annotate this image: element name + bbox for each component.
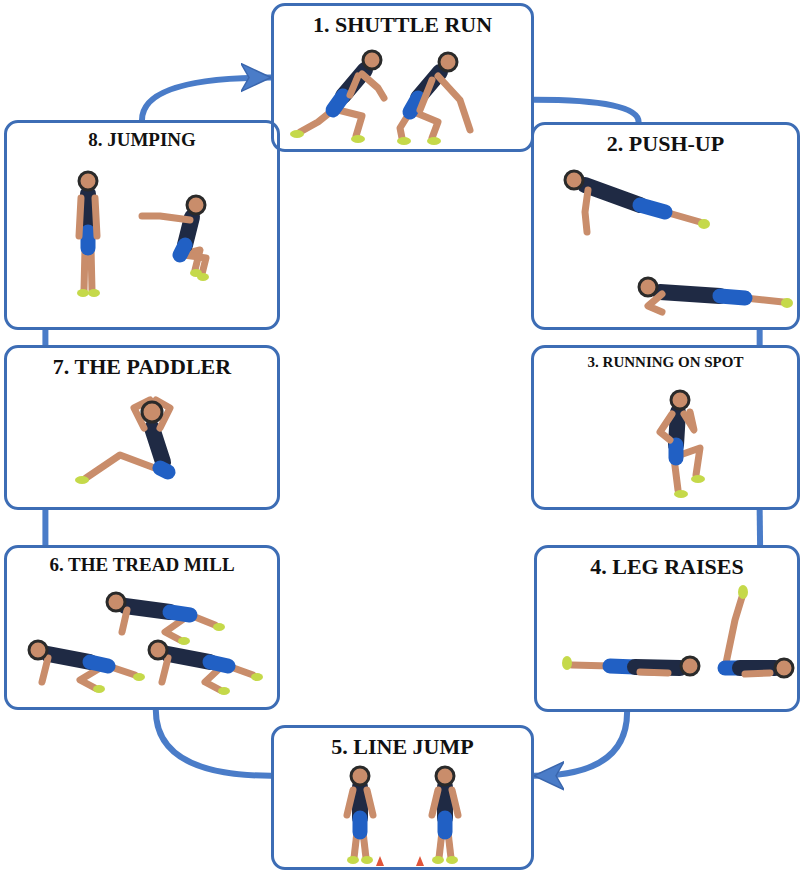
cycle-connector: [757, 510, 763, 545]
cycle-connector: [534, 100, 639, 122]
push-up-figure: [565, 171, 710, 232]
treadmill-figure: [149, 641, 263, 695]
paddler-figure: [75, 400, 170, 484]
treadmill-figure: [29, 641, 145, 693]
cycle-connector: [42, 330, 48, 345]
exercise-box: 6. THE TREAD MILL: [4, 545, 280, 710]
exercise-box: 2. PUSH-UP: [531, 122, 800, 330]
shuttle-run-figure: [397, 53, 470, 145]
exercise-title: 6. THE TREAD MILL: [7, 548, 277, 576]
leg-raise-figure: [562, 656, 699, 675]
exercise-title: 1. SHUTTLE RUN: [274, 6, 531, 37]
exercise-box: 7. THE PADDLER: [4, 345, 280, 510]
exercise-title: 8. JUMPING: [7, 123, 277, 151]
exercise-title: 2. PUSH-UP: [534, 125, 797, 156]
running-figure: [660, 391, 705, 498]
shuttle-run-figure: [290, 51, 384, 143]
cycle-connector: [142, 78, 271, 121]
exercise-box: 3. RUNNING ON SPOT: [531, 345, 800, 510]
line-jump-figure: [347, 767, 384, 866]
cycle-connector: [534, 712, 627, 776]
exercise-title: 3. RUNNING ON SPOT: [534, 348, 797, 371]
exercise-title: 4. LEG RAISES: [537, 548, 797, 579]
exercise-box: 8. JUMPING: [4, 120, 280, 330]
treadmill-figure: [107, 593, 225, 645]
cycle-connector: [156, 710, 271, 776]
exercise-title: 5. LINE JUMP: [274, 728, 531, 759]
exercise-title: 7. THE PADDLER: [7, 348, 277, 379]
exercise-box: 4. LEG RAISES: [534, 545, 800, 712]
exercise-box: 5. LINE JUMP: [271, 725, 534, 870]
leg-raise-figure: [725, 585, 793, 677]
push-up-figure: [639, 278, 793, 312]
cycle-connector: [757, 330, 763, 345]
exercise-box: 1. SHUTTLE RUN: [271, 3, 534, 152]
jumping-figure: [142, 196, 209, 281]
cycle-connector: [42, 510, 48, 545]
line-jump-figure: [416, 767, 458, 866]
jumping-figure: [77, 172, 100, 297]
